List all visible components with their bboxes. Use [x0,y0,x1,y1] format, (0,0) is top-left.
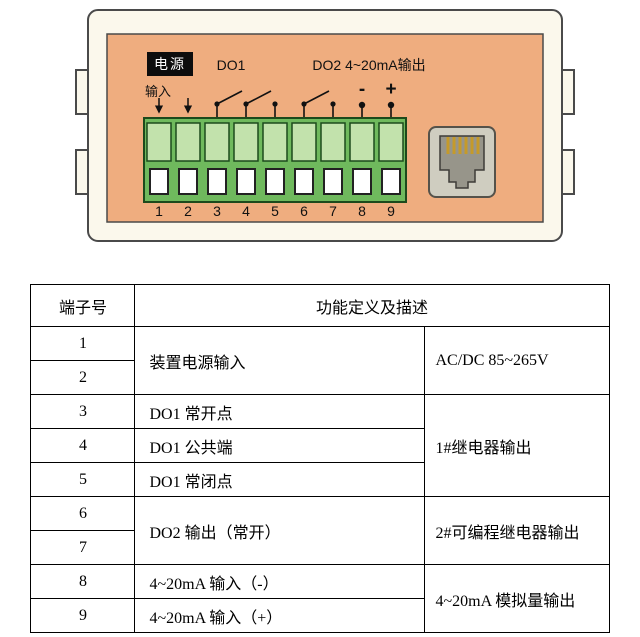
table-row-4: 4 DO1 公共端 [30,428,609,463]
terminal-function-table: 端子号 功能定义及描述 1 装置电源输入 AC/DC 85~265V 2 3 D… [30,284,610,633]
minus-label: - [359,79,365,100]
table-header-row: 端子号 功能定义及描述 [30,284,610,327]
power-input-arrows [154,98,193,114]
terminal-number-cell: 8 [30,564,136,599]
terminal-number: 1 [155,203,163,219]
terminal-number-cell: 6 [30,496,136,531]
table-row-2: 2 [30,360,609,395]
terminal-number: 3 [213,203,221,219]
table-row-8: 8 4~20mA 输入（-） 4~20mA 模拟量输出 [30,564,610,633]
header-terminal-col: 端子号 [30,284,136,327]
terminal-number: 7 [329,203,337,219]
rj11-jack [428,126,496,198]
terminal-number: 9 [387,203,395,219]
function-cell-power: 装置电源输入 [134,326,426,395]
terminal-wire-holes [149,168,401,195]
terminal-number: 2 [184,203,192,219]
note-cell-relay1: 1#继电器输出 [424,394,610,497]
function-cell-do1-no: DO1 常开点 [134,394,426,429]
terminal-number: 6 [300,203,308,219]
function-cell-do2: DO2 输出（常开） [134,496,426,565]
terminal-number-cell: 1 [30,326,136,361]
power-label: 电源 [147,52,193,76]
device-rear-panel-diagram: 电源 输入 DO1 DO2 4~20mA输出 - + [75,9,575,242]
power-label-text: 电源 [154,56,186,72]
input-label: 输入 [145,84,171,99]
do2-relay-symbol [301,90,336,118]
terminal-number-cell: 4 [30,428,136,463]
header-function-col: 功能定义及描述 [134,284,610,327]
device-diagram-container: 电源 输入 DO1 DO2 4~20mA输出 - + [0,0,640,256]
terminal-number-cell: 9 [30,598,136,633]
note-cell-relay2: 2#可编程继电器输出 [424,496,610,565]
terminal-block [143,117,407,203]
table-row-6: 6 DO2 输出（常开） 2#可编程继电器输出 [30,496,610,565]
function-cell-ain-plus: 4~20mA 输入（+） [134,598,426,633]
terminal-numbers: 1 2 3 4 5 6 7 8 9 [155,203,395,219]
terminal-number: 8 [358,203,366,219]
function-cell-ain-minus: 4~20mA 输入（-） [134,564,426,599]
terminal-number: 5 [271,203,279,219]
note-cell-aout: 4~20mA 模拟量输出 [424,564,610,633]
plus-label: + [385,79,396,100]
terminal-number-cell: 3 [30,394,136,429]
do1-label: DO1 [217,57,246,73]
power-label-box [147,52,193,76]
terminal-screw-cells [146,122,404,162]
function-cell-do1-nc: DO1 常闭点 [134,462,426,497]
rj11-pins [446,137,480,154]
terminal-number-cell: 2 [30,360,136,395]
analog-output-terminals [358,101,395,118]
do2-label: DO2 4~20mA输出 [312,57,425,73]
note-cell-power: AC/DC 85~265V [424,326,610,395]
table-row-3: 3 DO1 常开点 1#继电器输出 [30,394,610,497]
terminal-number: 4 [242,203,250,219]
terminal-number-cell: 7 [30,530,136,565]
do1-relay-symbol [214,90,278,118]
terminal-number-cell: 5 [30,462,136,497]
table-row-9: 9 4~20mA 输入（+） [30,598,609,633]
function-cell-do1-com: DO1 公共端 [134,428,426,463]
table-row-1: 1 装置电源输入 AC/DC 85~265V [30,326,610,395]
